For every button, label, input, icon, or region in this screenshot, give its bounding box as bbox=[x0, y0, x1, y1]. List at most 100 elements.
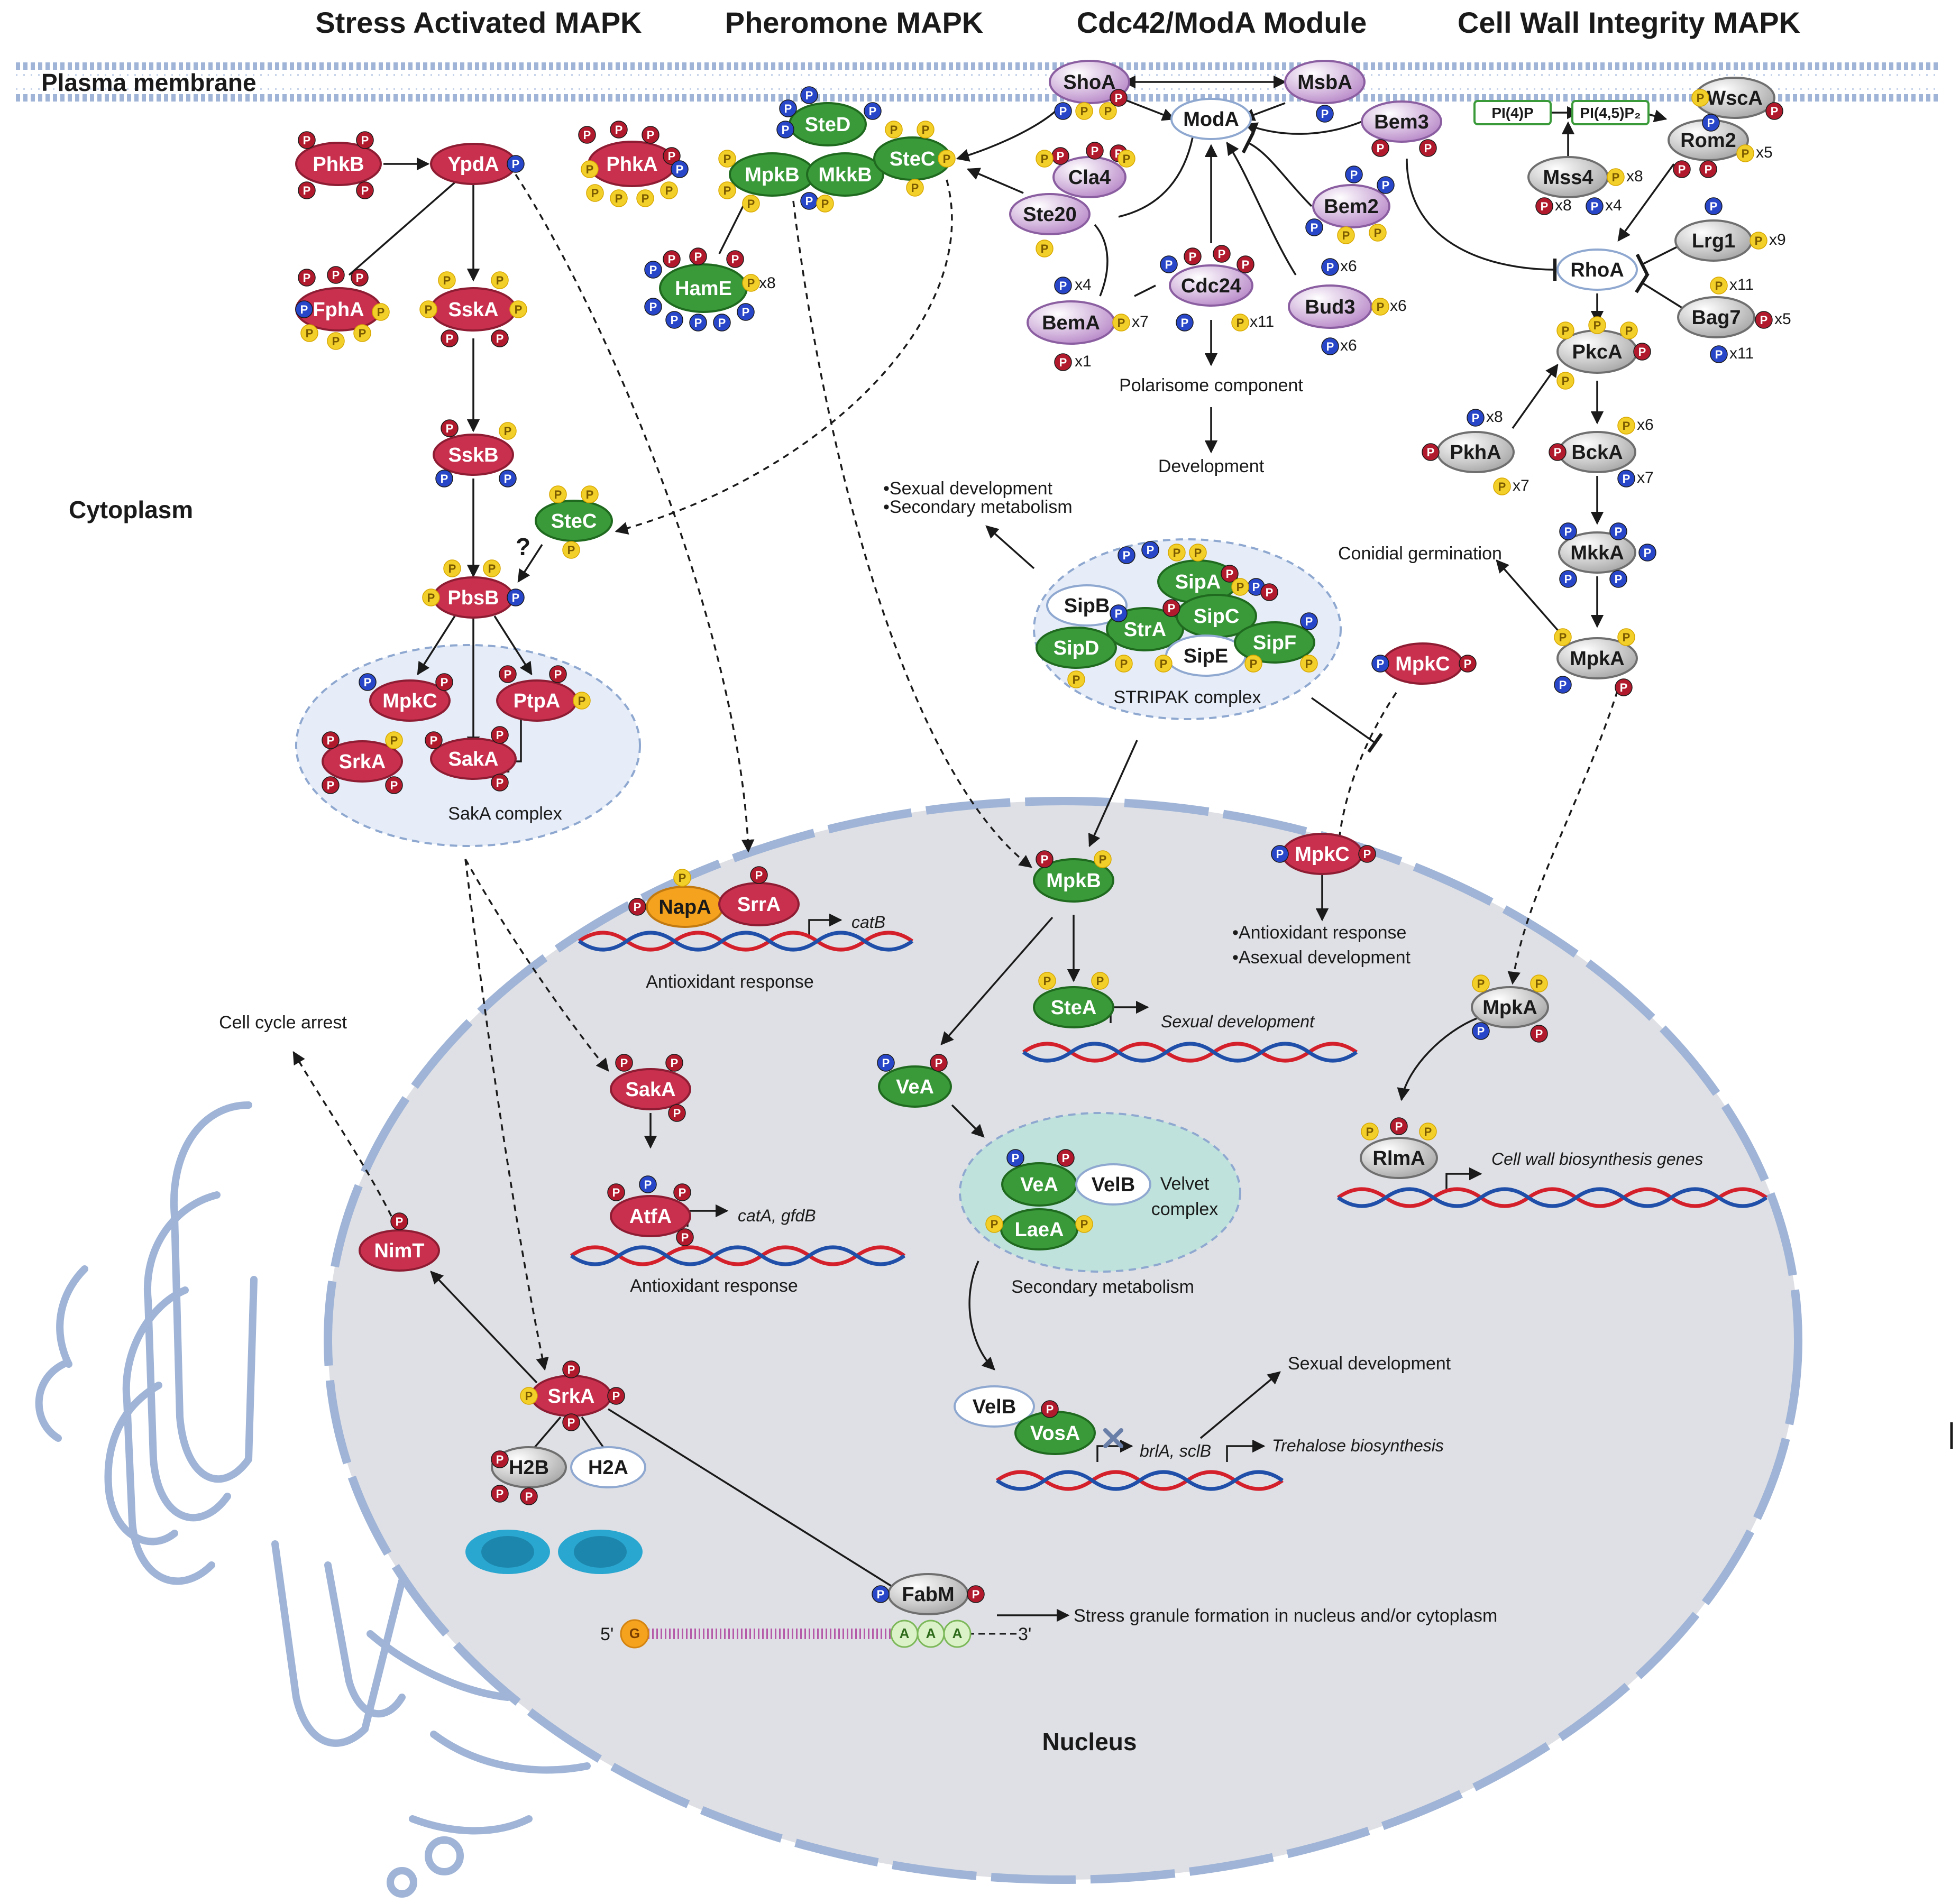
phospho-dot bbox=[615, 1054, 633, 1072]
phospho-site: P bbox=[491, 1485, 509, 1503]
protein-sipd: SipD bbox=[1036, 627, 1117, 669]
phospho-dot bbox=[1559, 570, 1577, 588]
phospho-letter: P bbox=[1118, 316, 1125, 329]
phospho-dot bbox=[295, 300, 313, 318]
output-development: Development bbox=[1158, 456, 1265, 476]
phospho-dot bbox=[967, 1585, 985, 1603]
phospho-site: P bbox=[676, 1228, 694, 1246]
unknown-link-mark: ? bbox=[516, 533, 530, 560]
phospho-dot bbox=[1556, 372, 1574, 390]
phospho-letter: P bbox=[731, 253, 739, 266]
phospho-dot bbox=[689, 314, 707, 332]
phospho-letter: P bbox=[911, 181, 919, 195]
phospho-site: P bbox=[491, 774, 509, 792]
phospho-dot bbox=[1369, 224, 1387, 242]
protein-label: MpkB bbox=[1046, 870, 1101, 892]
phospho-letter: P bbox=[642, 192, 649, 205]
phospho-dot bbox=[1038, 972, 1056, 990]
output-trehalose: Trehalose biosynthesis bbox=[1272, 1436, 1444, 1455]
phospho-dot bbox=[713, 314, 731, 332]
phospho-letter: P bbox=[525, 1390, 533, 1403]
phospho-site: P bbox=[1467, 409, 1485, 427]
protein-ste20: Ste20 bbox=[1009, 193, 1091, 235]
multiplier-mss4_r: x8 bbox=[1555, 197, 1572, 214]
protein-velb_nuc: VelB bbox=[954, 1385, 1035, 1428]
phospho-dot bbox=[639, 1175, 657, 1193]
phospho-letter: P bbox=[805, 195, 813, 208]
phospho-site: P bbox=[742, 195, 760, 213]
phospho-site: P bbox=[520, 1387, 538, 1405]
phospho-site: P bbox=[1300, 655, 1318, 673]
protein-napa: NapA bbox=[646, 886, 724, 928]
phospho-dot bbox=[327, 266, 345, 284]
phospho-dot bbox=[1091, 972, 1109, 990]
multiplier-pkhA_b: x8 bbox=[1486, 408, 1503, 426]
phospho-letter: P bbox=[665, 184, 673, 197]
phospho-letter: P bbox=[1623, 419, 1631, 433]
phospho-dot bbox=[750, 866, 768, 884]
phospho-letter: P bbox=[332, 335, 340, 348]
protein-label: RhoA bbox=[1570, 259, 1624, 281]
phospho-dot bbox=[1176, 314, 1194, 332]
protein-label: SrrA bbox=[737, 894, 781, 916]
phospho-dot bbox=[1419, 1123, 1437, 1140]
phospho-letter: P bbox=[1252, 581, 1260, 594]
velvet-complex-label-1: Velvet bbox=[1160, 1174, 1210, 1194]
phospho-site: P bbox=[549, 485, 567, 503]
protein-mpkb_top: MpkB bbox=[729, 152, 816, 197]
protein-phkb: PhkB bbox=[295, 142, 382, 186]
protein-shape bbox=[806, 152, 884, 197]
phospho-dot bbox=[673, 869, 691, 887]
phospho-letter: P bbox=[303, 184, 311, 197]
phospho-site: P bbox=[1091, 972, 1109, 990]
phospho-site: P bbox=[359, 673, 377, 691]
output-asexual-dot: •Asexual development bbox=[1232, 948, 1411, 968]
phospho-site: P bbox=[385, 776, 403, 794]
phospho-dot bbox=[1300, 655, 1318, 673]
phospho-site: P bbox=[1554, 628, 1572, 646]
phospho-dot bbox=[676, 1228, 694, 1246]
phospho-letter: P bbox=[361, 184, 369, 197]
phospho-dot bbox=[1086, 142, 1104, 160]
phospho-dot bbox=[298, 181, 316, 199]
protein-label: PI(4,5)P₂ bbox=[1580, 105, 1641, 121]
protein-label: Cla4 bbox=[1068, 167, 1111, 189]
phospho-dot bbox=[1036, 240, 1054, 257]
protein-pi45p2: PI(4,5)P₂ bbox=[1571, 100, 1650, 125]
phospho-site: P bbox=[610, 121, 628, 139]
protein-label: SipC bbox=[1194, 605, 1240, 628]
phospho-site: P bbox=[1321, 337, 1339, 355]
phospho-site: P bbox=[1155, 655, 1173, 673]
phospho-site: P bbox=[673, 869, 691, 887]
protein-label: ModA bbox=[1183, 108, 1239, 131]
phospho-dot bbox=[1371, 139, 1389, 157]
protein-label: VeA bbox=[896, 1076, 934, 1098]
phospho-site: P bbox=[1371, 298, 1389, 316]
phospho-dot bbox=[644, 298, 662, 316]
phospho-site: P bbox=[642, 126, 660, 144]
phospho-dot bbox=[573, 692, 591, 710]
output-antiox-1: Antioxidant response bbox=[646, 972, 814, 992]
phospho-dot bbox=[1554, 628, 1572, 646]
phospho-dot bbox=[779, 99, 797, 117]
phospho-dot bbox=[726, 250, 744, 268]
phospho-site: P bbox=[353, 324, 371, 342]
phospho-letter: P bbox=[1374, 226, 1382, 240]
phospho-site: P bbox=[422, 588, 440, 606]
phospho-dot bbox=[1118, 150, 1135, 168]
phospho-dot bbox=[985, 1215, 1003, 1233]
protein-velb_cx: VelB bbox=[1075, 1163, 1151, 1206]
protein-stea: SteA bbox=[1033, 986, 1114, 1028]
protein-shape bbox=[1556, 249, 1638, 291]
protein-label: PtpA bbox=[514, 690, 561, 712]
phospho-site: P bbox=[578, 126, 596, 144]
phospho-letter: P bbox=[1057, 150, 1065, 163]
phospho-letter: P bbox=[679, 871, 686, 885]
phospho-letter: P bbox=[1377, 300, 1385, 314]
phospho-site: P bbox=[298, 131, 316, 149]
protein-mpka_cyto: MpkA bbox=[1556, 637, 1638, 679]
phospho-site: P bbox=[425, 731, 443, 749]
phospho-site: P bbox=[327, 332, 345, 350]
